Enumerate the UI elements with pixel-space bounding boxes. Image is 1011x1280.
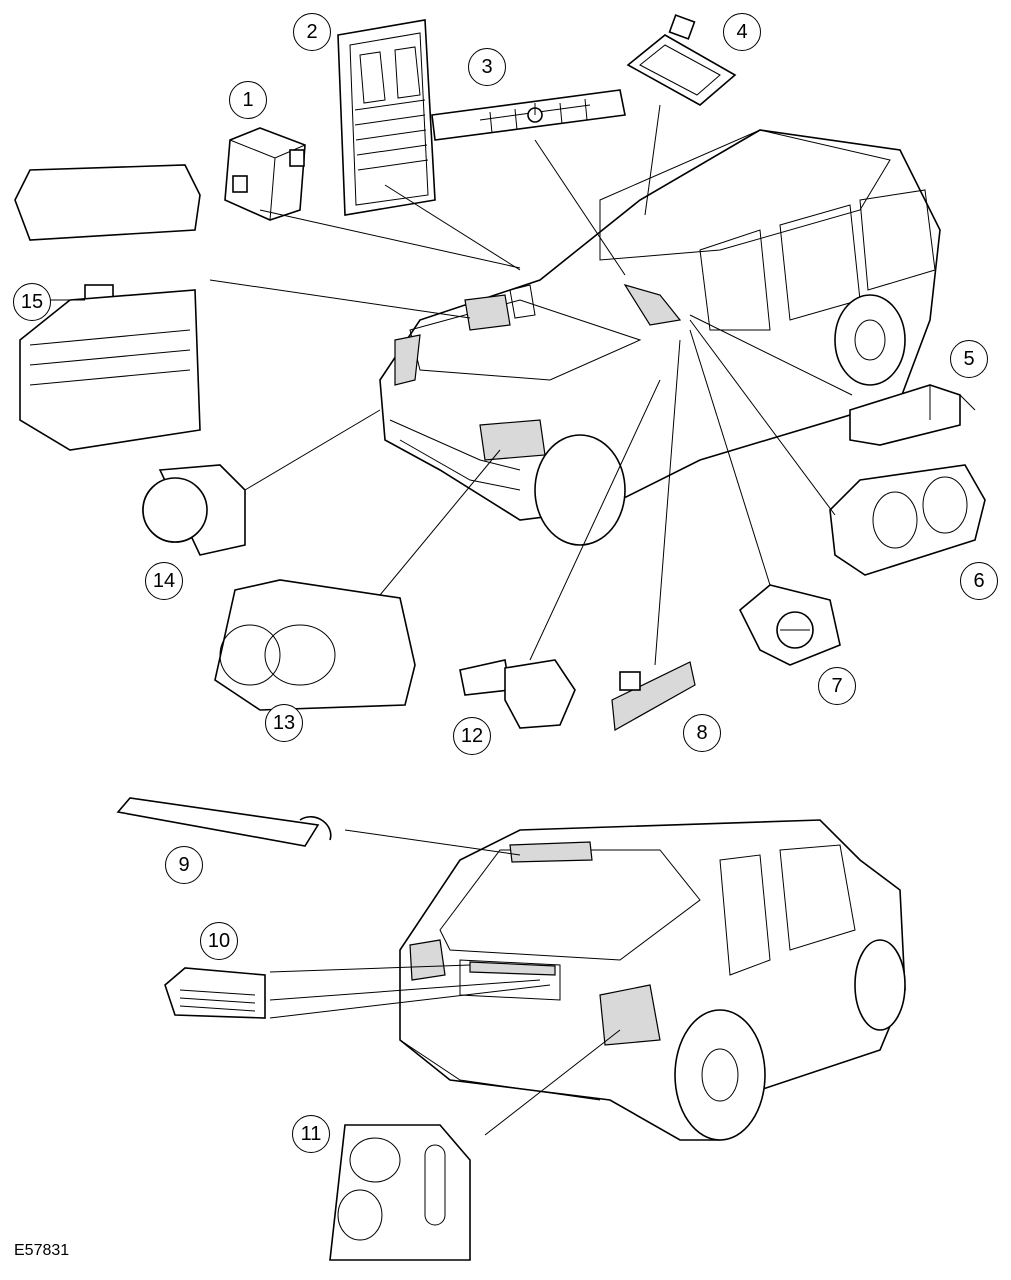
callout-label: 2 bbox=[306, 20, 318, 43]
callout-5: 5 bbox=[950, 340, 988, 378]
component-3-drawing bbox=[431, 89, 626, 141]
figure-reference-code: E57831 bbox=[14, 1242, 70, 1259]
callout-label: 15 bbox=[20, 290, 44, 313]
component-7-drawing bbox=[739, 584, 841, 666]
component-12-drawing bbox=[459, 659, 576, 729]
component-1-drawing bbox=[224, 127, 306, 221]
component-10-drawing bbox=[164, 967, 266, 1019]
callout-label: 4 bbox=[736, 20, 748, 43]
callout-7: 7 bbox=[818, 667, 856, 705]
callout-label: 11 bbox=[300, 1122, 322, 1145]
component-2-drawing bbox=[337, 19, 436, 216]
callout-10: 10 bbox=[200, 922, 238, 960]
component-6-drawing bbox=[829, 464, 986, 576]
callout-8: 8 bbox=[683, 714, 721, 752]
callout-6: 6 bbox=[960, 562, 998, 600]
component-5-drawing bbox=[849, 384, 976, 446]
front-vehicle-illustration bbox=[379, 129, 941, 546]
callout-label: 8 bbox=[696, 721, 708, 744]
leader-lines bbox=[50, 103, 853, 1136]
callout-12: 12 bbox=[453, 717, 491, 755]
callout-label: 7 bbox=[831, 674, 843, 697]
callout-label: 3 bbox=[481, 55, 493, 78]
callout-3: 3 bbox=[468, 48, 506, 86]
callout-4: 4 bbox=[723, 13, 761, 51]
rear-vehicle-illustration bbox=[399, 819, 906, 1141]
callout-label: 1 bbox=[242, 88, 254, 111]
component-9-drawing bbox=[116, 797, 332, 847]
component-11-drawing bbox=[329, 1124, 471, 1261]
callout-1: 1 bbox=[229, 81, 267, 119]
component-14-drawing bbox=[142, 464, 246, 556]
callout-14: 14 bbox=[145, 562, 183, 600]
component-4-drawing bbox=[626, 14, 737, 106]
callout-13: 13 bbox=[265, 704, 303, 742]
callout-label: 9 bbox=[178, 853, 190, 876]
callout-label: 6 bbox=[973, 569, 985, 592]
callout-label: 10 bbox=[207, 929, 231, 952]
component-8-drawing bbox=[611, 661, 696, 731]
callout-11: 11 bbox=[292, 1115, 330, 1153]
callout-15: 15 bbox=[13, 283, 51, 321]
callout-2: 2 bbox=[293, 13, 331, 51]
callout-label: 13 bbox=[272, 711, 296, 734]
callout-label: 14 bbox=[152, 569, 176, 592]
callout-9: 9 bbox=[165, 846, 203, 884]
component-13-drawing bbox=[214, 579, 416, 711]
callout-label: 5 bbox=[963, 347, 975, 370]
callout-label: 12 bbox=[460, 724, 484, 747]
